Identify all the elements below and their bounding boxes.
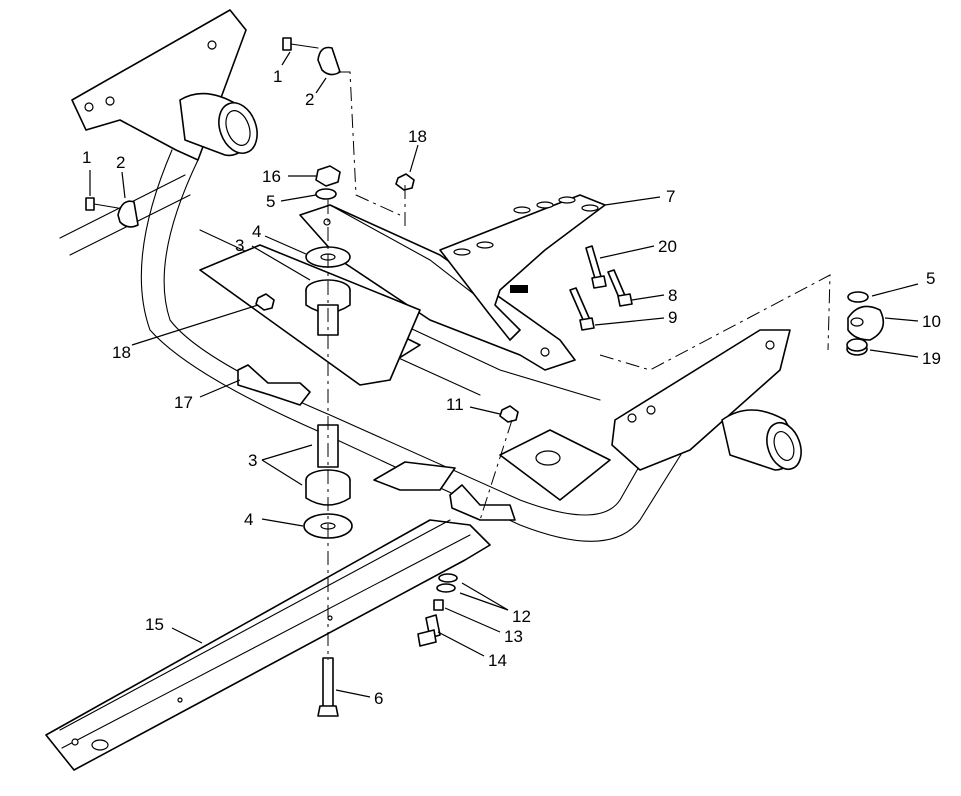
- clamp-left: [117, 200, 139, 228]
- bolt-6: [317, 657, 339, 717]
- clamp-10: [847, 305, 885, 341]
- bolt-left: [85, 197, 119, 211]
- leader-lines: [89, 51, 919, 698]
- callout-1: 1: [273, 67, 282, 86]
- callout-16: 16: [262, 167, 281, 186]
- callout-labels: 1 2 1 2 18 16 5 4 3 18 7 20 8 9 5 10 19 …: [82, 67, 941, 708]
- upper-bracket: [439, 194, 606, 341]
- washer-5-right: [847, 291, 869, 303]
- callout-7: 7: [666, 187, 675, 206]
- bolt-upper: [282, 37, 319, 51]
- callout-2: 2: [305, 90, 314, 109]
- callout-4: 4: [244, 510, 253, 529]
- bolt-9: [569, 287, 595, 331]
- bracket-17: [237, 364, 311, 406]
- callout-10: 10: [922, 312, 941, 331]
- nut-16: [315, 165, 341, 187]
- callout-4: 4: [252, 222, 261, 241]
- nut-18-lower: [255, 293, 275, 311]
- nut-11: [499, 405, 519, 423]
- bolt-20: [585, 245, 607, 289]
- callout-2: 2: [116, 153, 125, 172]
- washer-12b: [436, 583, 456, 593]
- callout-15: 15: [145, 615, 164, 634]
- callout-18: 18: [408, 127, 427, 146]
- callout-3: 3: [248, 451, 257, 470]
- callout-14: 14: [488, 651, 507, 670]
- rail-15: [45, 519, 491, 771]
- callout-5: 5: [266, 192, 275, 211]
- callout-1: 1: [82, 148, 91, 167]
- spacer-19: [846, 338, 868, 356]
- bolt-14: [417, 614, 441, 647]
- front-shelf: [199, 244, 421, 386]
- bracket-lower-center: [373, 461, 456, 491]
- callout-12: 12: [512, 607, 531, 626]
- callout-3: 3: [235, 236, 244, 255]
- washer-5-upper: [315, 188, 337, 200]
- callout-19: 19: [922, 349, 941, 368]
- callout-9: 9: [668, 308, 677, 327]
- callout-11: 11: [446, 395, 464, 414]
- callout-5: 5: [926, 269, 935, 288]
- bracket-lower-right: [449, 484, 516, 521]
- nut-18-upper: [395, 173, 415, 191]
- callout-17: 17: [174, 393, 193, 412]
- spacer-13: [433, 599, 444, 611]
- callout-6: 6: [374, 689, 383, 708]
- callout-13: 13: [504, 627, 523, 646]
- callout-20: 20: [658, 237, 677, 256]
- washer-12a: [438, 573, 458, 583]
- callout-8: 8: [668, 286, 677, 305]
- callout-18: 18: [112, 343, 131, 362]
- center-lines: [327, 71, 831, 660]
- clamp-upper: [317, 46, 341, 76]
- bolt-8: [607, 269, 633, 307]
